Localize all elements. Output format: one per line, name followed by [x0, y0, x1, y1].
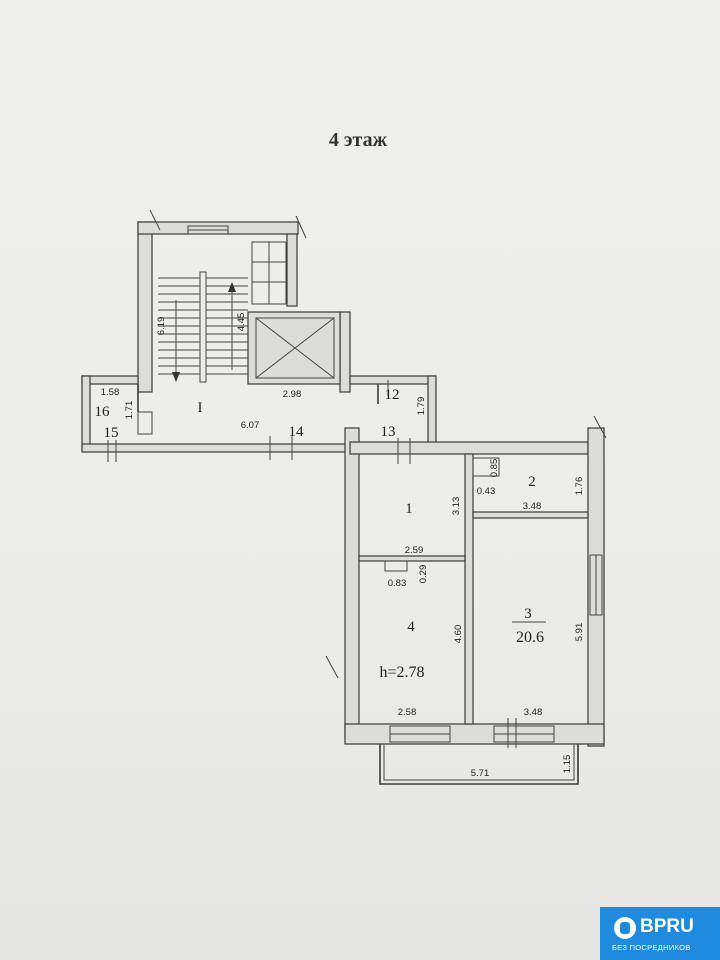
dim-room4-width: 2.58: [398, 707, 417, 718]
bpru-logo[interactable]: BPRU БЕЗ ПОСРЕДНИКОВ: [600, 907, 720, 960]
stairwell: [137, 209, 351, 393]
floor-title: 4 этаж: [329, 129, 388, 151]
dim-room2-height: 1.76: [574, 477, 585, 496]
label-room-3-number: 3: [524, 606, 532, 622]
label-room-14: 14: [289, 424, 305, 440]
dim-room2-width: 3.48: [523, 501, 542, 512]
label-common-area: I: [198, 400, 203, 416]
logo-brand: BPRU: [640, 916, 694, 937]
dim-niche-depth: 0.29: [418, 565, 429, 584]
dim-elevator-width: 2.98: [283, 389, 302, 400]
dim-stair-left: 6.19: [156, 317, 167, 336]
label-room-12: 12: [385, 387, 400, 403]
label-room-4: 4: [407, 619, 415, 635]
label-room-16: 16: [95, 404, 111, 420]
label-room-15: 15: [104, 425, 119, 441]
label-ceiling-height: h=2.78: [379, 664, 424, 681]
people-icon: [614, 917, 636, 939]
corridor: [81, 375, 437, 462]
dim-stair-right: 4.45: [236, 313, 247, 332]
label-room-1: 1: [405, 501, 413, 517]
label-room-2: 2: [528, 474, 536, 490]
apartment: [325, 415, 607, 785]
dim-room1-height: 3.13: [451, 497, 462, 516]
dim-room2-top-depth: 0.85: [489, 459, 500, 478]
dim-small-room-width: 1.58: [101, 387, 120, 398]
dim-balcony-depth: 1.15: [562, 755, 573, 774]
dim-room1-width: 2.59: [405, 545, 424, 556]
dim-room2-notch: 0.43: [477, 486, 496, 497]
dim-balcony-width: 5.71: [471, 768, 490, 779]
dim-room3-height: 5.91: [574, 623, 585, 642]
dim-small-room-height: 1.71: [124, 401, 135, 420]
dim-niche-width: 0.83: [388, 578, 407, 589]
label-room-3-area: 20.6: [516, 629, 544, 646]
dim-corridor-length: 6.07: [241, 420, 260, 431]
logo-tagline: БЕЗ ПОСРЕДНИКОВ: [612, 943, 691, 952]
dim-room3-width: 3.48: [524, 707, 543, 718]
dim-room12-height: 1.79: [416, 397, 427, 416]
label-room-13: 13: [381, 424, 396, 440]
dim-room4-height: 4.60: [453, 625, 464, 644]
